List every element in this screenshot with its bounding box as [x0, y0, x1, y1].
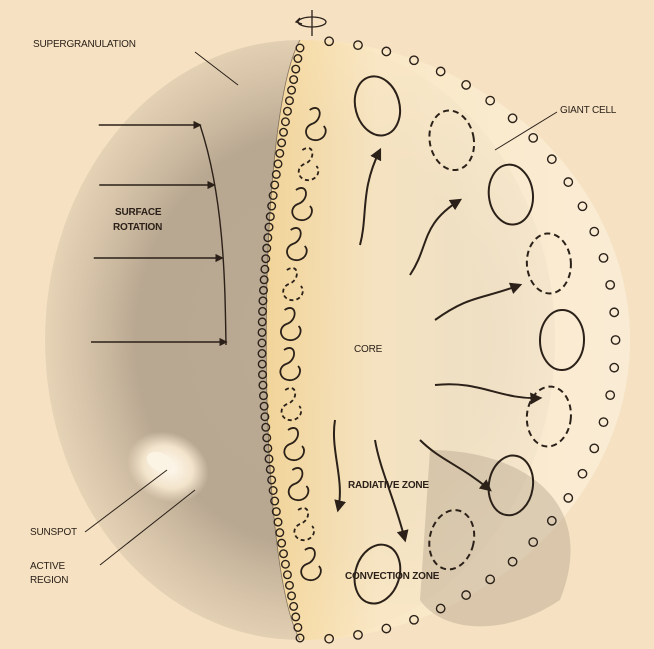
label-radiative-zone: RADIATIVE ZONE — [348, 480, 429, 491]
label-sunspot: SUNSPOT — [30, 527, 77, 538]
label-giant-cell: GIANT CELL — [560, 105, 617, 116]
label-surface-rotation-2: ROTATION — [113, 222, 162, 233]
label-active-region-2: REGION — [30, 575, 68, 586]
label-surface-rotation-1: SURFACE — [115, 207, 162, 218]
label-active-region-1: ACTIVE — [30, 561, 65, 572]
label-supergranulation: SUPERGRANULATION — [33, 39, 136, 50]
label-convection-zone: CONVECTION ZONE — [345, 571, 440, 582]
label-core: CORE — [354, 344, 383, 355]
